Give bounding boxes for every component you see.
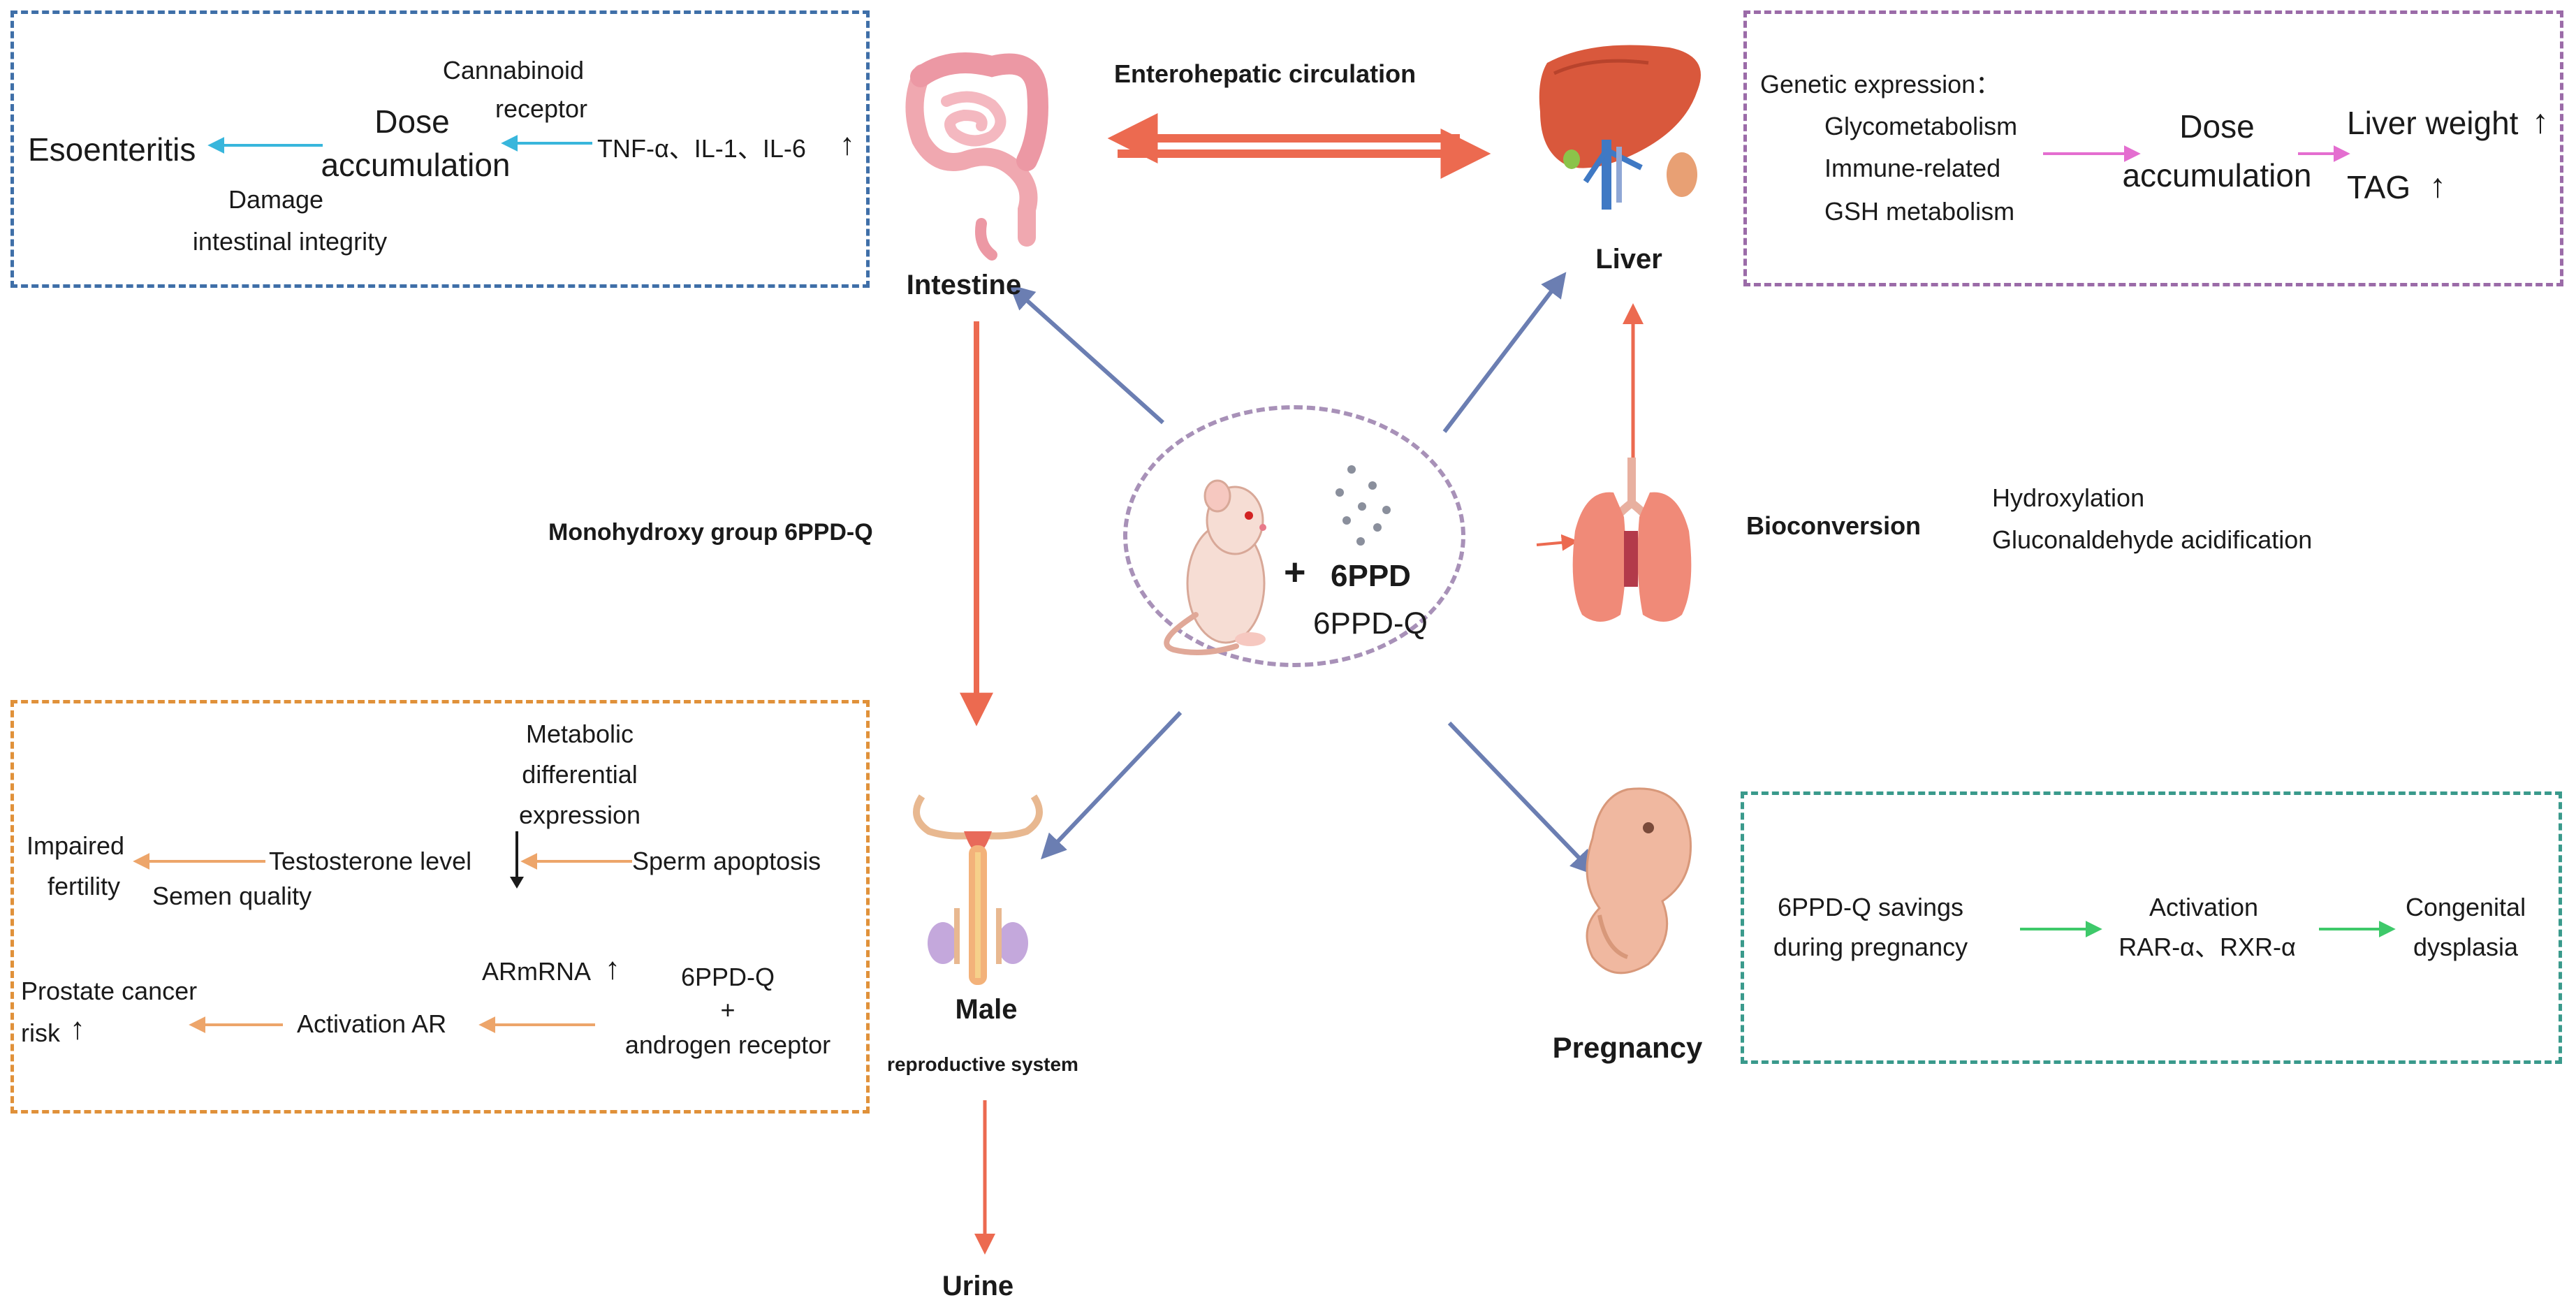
bioconversion-item-2: Gluconaldehyde acidification: [1992, 525, 2313, 554]
center-to-pregnancy-arrow: [1447, 721, 1596, 876]
reproductive-system-label: reproductive system: [887, 1053, 1078, 1075]
bioconversion-label: Bioconversion: [1746, 511, 1922, 540]
gene-glycometabolism: Glycometabolism: [1824, 112, 2018, 140]
embryo-illustration: [1586, 787, 1692, 974]
enterohepatic-label: Enterohepatic circulation: [1114, 59, 1417, 88]
male-label: Male: [955, 994, 1018, 1025]
damage-text: Damage: [228, 185, 324, 214]
liver-illustration: [1539, 45, 1701, 210]
liver-label: Liver: [1595, 244, 1662, 275]
gene-immune-related: Immune-related: [1824, 154, 2001, 182]
risk-up-arrow: ↑: [70, 1012, 85, 1046]
risk-text: risk: [21, 1019, 60, 1047]
cannabinoid-text: Cannabinoid: [442, 56, 585, 85]
savings-line-2: during pregnancy: [1773, 933, 1968, 961]
center-to-intestine-arrow: [1009, 284, 1165, 425]
tag-text: TAG: [2347, 169, 2411, 205]
plus-sign: +: [1284, 551, 1306, 593]
tag-up-arrow: ↑: [2429, 168, 2446, 205]
monohydroxy-label: Monohydroxy group 6PPD-Q: [548, 519, 873, 546]
liver-box: [1743, 10, 2563, 286]
receptors-text: RAR-α、RXR-α: [2118, 933, 2296, 961]
androgen-receptor-text: androgen receptor: [624, 1030, 831, 1059]
sperm-apoptosis-text: Sperm apoptosis: [632, 847, 821, 875]
male-box: [10, 700, 870, 1114]
male-plus-text: +: [720, 995, 736, 1024]
dysplasia-text: dysplasia: [2413, 933, 2519, 961]
compound-6ppd-label: 6PPD: [1331, 559, 1411, 593]
bioconversion-item-1: Hydroxylation: [1992, 483, 2145, 512]
impaired-text: Impaired: [27, 831, 125, 860]
lung-illustration: [1572, 458, 1692, 622]
compound-6ppd-q-label: 6PPD-Q: [1313, 606, 1428, 641]
male-compound-text: 6PPD-Q: [680, 963, 775, 991]
testosterone-text: Testosterone level: [269, 847, 472, 875]
savings-line-1: 6PPD-Q savings: [1777, 893, 1964, 921]
center-circle: [1123, 405, 1465, 667]
pregnancy-label: Pregnancy: [1552, 1031, 1703, 1064]
center-to-male-arrow: [1041, 710, 1183, 860]
liver-weight-text: Liver weight: [2347, 105, 2519, 141]
liver-accumulation-text: accumulation: [2122, 157, 2312, 194]
liver-dose-text: Dose: [2179, 108, 2255, 145]
metabolic-line-1: Metabolic: [525, 720, 634, 748]
armrna-text: ARmRNA: [482, 957, 592, 986]
activation-text: Activation: [2149, 893, 2259, 921]
activation-ar-text: Activation AR: [297, 1009, 447, 1038]
intestine-accumulation-text: accumulation: [321, 147, 511, 183]
gene-gsh-metabolism: GSH metabolism: [1824, 197, 2015, 226]
urine-label: Urine: [942, 1271, 1014, 1301]
intestine-label: Intestine: [906, 270, 1022, 300]
male-reproductive-illustration: [913, 794, 1043, 985]
prostate-cancer-text: Prostate cancer: [21, 977, 198, 1005]
cytokines-text: TNF-α、IL-1、IL-6: [597, 134, 806, 163]
particle-dots: [1335, 465, 1391, 546]
congenital-text: Congenital: [2405, 893, 2526, 921]
receptor-text: receptor: [495, 94, 588, 123]
metabolic-line-3: expression: [518, 801, 641, 829]
center-to-liver-arrow: [1442, 272, 1567, 433]
intestine-box: [10, 10, 870, 288]
intestine-dose-text: Dose: [374, 103, 450, 140]
metabolic-line-2: differential: [522, 760, 638, 789]
pregnancy-box: [1741, 791, 2562, 1064]
liver-weight-up-arrow: ↑: [2532, 103, 2549, 140]
center-to-lung-arrow: [1536, 534, 1579, 551]
esoenteritis-text: Esoenteritis: [28, 131, 196, 168]
rat-illustration: [1164, 479, 1266, 655]
armrna-up-arrow: ↑: [605, 951, 620, 986]
fertility-text: fertility: [47, 872, 121, 900]
testosterone-down-arrow: [510, 831, 524, 889]
intestine-illustration: [905, 52, 1048, 261]
cytokines-up-arrow: ↑: [840, 127, 855, 161]
intestinal-integrity-text: intestinal integrity: [192, 227, 388, 256]
semen-quality-text: Semen quality: [152, 882, 312, 910]
genetic-expression-heading: Genetic expression：: [1760, 70, 2001, 98]
